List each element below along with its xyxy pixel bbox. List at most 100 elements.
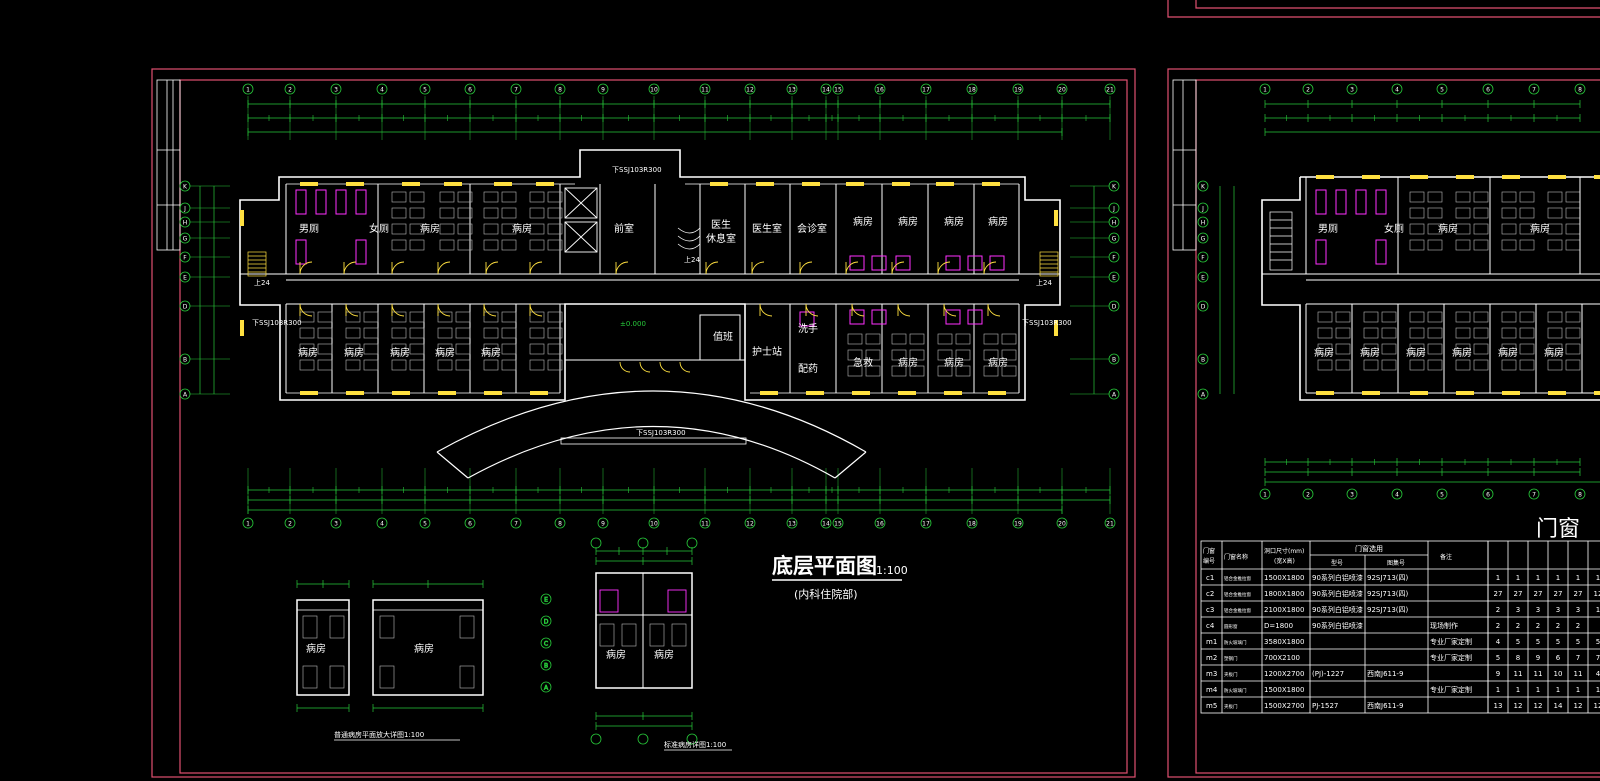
- bed: [1519, 311, 1535, 323]
- bed: [437, 359, 453, 371]
- right-binding-strip: [1172, 79, 1197, 251]
- right-axis-bubble-left-label: F: [1201, 255, 1205, 262]
- detail2-axis-left-label: E: [544, 597, 548, 604]
- right-axis-bubble-left: [1197, 180, 1209, 192]
- schedule-cell-count: 1: [1536, 686, 1540, 694]
- right-axis-bubble-bottom: [1302, 488, 1314, 500]
- axis-bubble-top-label: 9: [601, 87, 605, 94]
- schedule-cell-id: m5: [1206, 702, 1217, 710]
- schedule-cell-atlas: 92SJ713(四): [1367, 606, 1409, 614]
- fixture: [989, 255, 1005, 271]
- schedule-cell-id: c4: [1206, 622, 1215, 630]
- axis-bubble-bottom: [376, 517, 388, 529]
- axis-bubble-top: [510, 83, 522, 95]
- note-ramp-south: 下SSJ103R300: [636, 429, 686, 437]
- axis-bubble-top: [744, 83, 756, 95]
- bed: [501, 223, 517, 235]
- bed: [501, 239, 517, 251]
- detail2-axis-bottom: [686, 733, 698, 745]
- bed: [299, 343, 315, 355]
- fixture: [967, 309, 983, 325]
- sheet-border-inner: [179, 79, 1128, 774]
- detail-bed: [649, 623, 665, 647]
- room-label-dispensing: 配药: [798, 363, 818, 375]
- bed: [1501, 191, 1517, 203]
- right-room-ward-s3: 病房: [1406, 346, 1426, 359]
- schedule-cell-count: 1: [1576, 574, 1580, 582]
- right-stair: [1269, 211, 1293, 271]
- bed: [1427, 343, 1443, 355]
- bed: [1473, 359, 1489, 371]
- schedule-cell-count: 7: [1596, 654, 1600, 662]
- right-axis-bubble-bottom: [1528, 488, 1540, 500]
- bed: [439, 207, 455, 219]
- bed: [1427, 359, 1443, 371]
- bed: [1409, 343, 1425, 355]
- window-markers: [240, 182, 1058, 395]
- schedule-cell-note: 现场制作: [1430, 621, 1458, 630]
- bed: [1455, 359, 1471, 371]
- bed: [1427, 311, 1443, 323]
- bed: [317, 343, 333, 355]
- schedule-cell-count: 5: [1536, 638, 1540, 646]
- room-label-nurse-station: 护士站: [752, 345, 782, 358]
- room-label-ward-s8: 病房: [988, 356, 1008, 369]
- bed: [501, 207, 517, 219]
- axis-bubble-top-label: 8: [558, 87, 562, 94]
- bed: [1547, 343, 1563, 355]
- schedule-cell-count: 1: [1596, 574, 1600, 582]
- axis-bubble-top: [874, 83, 886, 95]
- room-label-ward-s7: 病房: [944, 356, 964, 369]
- schedule-cell-count: 5: [1496, 654, 1500, 662]
- toilet-fixture: [355, 239, 367, 265]
- bed: [391, 223, 407, 235]
- schedule-cell-count: 1: [1496, 686, 1500, 694]
- schedule-header-size-2: (宽X高): [1274, 557, 1295, 565]
- right-axis-bubble-top-label: 1: [1263, 87, 1267, 94]
- schedule-header-group: 门窗选用: [1355, 544, 1383, 553]
- detail2-axis-top: [686, 537, 698, 549]
- right-room-labels: 男厕 女厕 病房 病房 病房 病房 病房 病房 病房 病房: [1314, 222, 1564, 359]
- window: [240, 210, 244, 226]
- schedule-cell-id: c1: [1206, 574, 1214, 582]
- note-up-east: 上24: [1036, 278, 1052, 287]
- bed: [547, 239, 563, 251]
- bed: [1565, 359, 1581, 371]
- right-axis-bubble-left-label: A: [1201, 392, 1206, 399]
- schedule-cell-count: 27: [1534, 590, 1543, 598]
- right-partitions: [1305, 177, 1583, 393]
- axis-bubble-top: [786, 83, 798, 95]
- schedule-header-type: 型号: [1331, 559, 1343, 567]
- axis-bubble-bottom: [1104, 517, 1116, 529]
- right-axis-bubble-left: [1197, 300, 1209, 312]
- schedule-cell-count: 1: [1496, 574, 1500, 582]
- bed: [1455, 223, 1471, 235]
- bed: [847, 349, 863, 361]
- bed: [1501, 343, 1517, 355]
- bed: [483, 239, 499, 251]
- bed: [483, 343, 499, 355]
- bed: [529, 223, 545, 235]
- detail2-axis-top: [637, 537, 649, 549]
- detail1-room-a: 病房: [306, 642, 326, 655]
- bed: [547, 359, 563, 371]
- detail-bed: [621, 623, 637, 647]
- bed: [891, 333, 907, 345]
- schedule-cell-count: 3: [1556, 606, 1560, 614]
- detail2-room-a: 病房: [606, 648, 626, 661]
- plan-title: 底层平面图: [772, 554, 877, 578]
- axis-bubble-bottom: [284, 517, 296, 529]
- axis-bubble-top: [376, 83, 388, 95]
- fixture: [895, 255, 911, 271]
- door-swing: [299, 261, 313, 275]
- axis-bubble-bottom-label: 16: [876, 521, 884, 528]
- window: [1594, 175, 1600, 179]
- axis-bubble-top-label: 1: [246, 87, 250, 94]
- bed: [1427, 327, 1443, 339]
- detail2-axis-top: [590, 537, 602, 549]
- right-room-ward-s2: 病房: [1360, 346, 1380, 359]
- bed: [529, 327, 545, 339]
- right-axis-bubble-top-label: 6: [1486, 87, 1490, 94]
- schedule-cell-count: 27: [1554, 590, 1563, 598]
